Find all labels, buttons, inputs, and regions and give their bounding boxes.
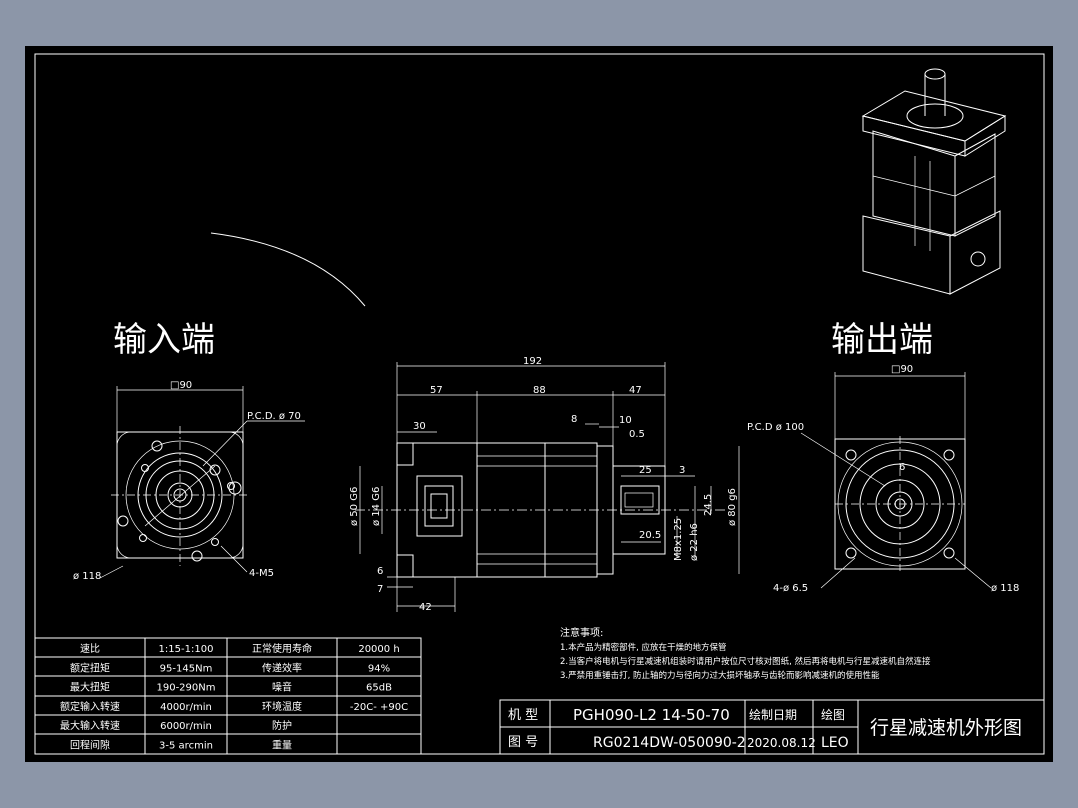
spec-cell-l1: 最大输入转速 [60, 719, 120, 732]
dim-6: 6 [377, 566, 383, 577]
dim-10: 10 [619, 415, 632, 426]
spec-cell-l1: 速比 [80, 643, 100, 655]
dim-42: 42 [419, 602, 432, 613]
drawing-title: 行星减速机外形图 [870, 717, 1022, 739]
spec-cell-l1: 额定输入转速 [60, 700, 120, 713]
drawer-label: 绘图 [821, 707, 845, 722]
isometric-view [861, 68, 1007, 295]
drawing-no-label: 图 号 [508, 735, 538, 750]
title-block: 机 型 PGH090-L2 14-50-70 图 号 RG0214DW-0500… [499, 699, 1045, 755]
dim-dia14: ø 14 G6 [371, 487, 382, 526]
spec-table-cells: 速比 1:15-1:100 正常使用寿命 20000 h 额定扭矩 95-145Nm 传递效… [60, 642, 408, 752]
side-section-view: 192 57 88 47 30 8 10 0.5 25 3 20.5 ø 50 … [349, 356, 740, 613]
dim-8: 8 [571, 414, 577, 425]
dim-7: 7 [377, 584, 383, 595]
output-square-dim: □90 [891, 364, 913, 375]
model-value: PGH090-L2 14-50-70 [573, 706, 730, 724]
dim-88: 88 [533, 385, 546, 396]
dim-245: 24.5 [703, 494, 714, 516]
notes-title: 注意事项: [560, 626, 603, 639]
dim-25: 25 [639, 465, 652, 476]
spec-cell-v1: 3-5 arcmin [159, 741, 213, 752]
input-square-dim: □90 [170, 380, 192, 391]
dim-47: 47 [629, 385, 642, 396]
spec-cell-l1: 回程间隙 [70, 739, 110, 752]
date-label: 绘制日期 [749, 707, 797, 722]
input-holes-dim: 4-M5 [249, 568, 274, 579]
output-end-label: 输出端 [831, 320, 933, 360]
output-holes-dim: 4-ø 6.5 [773, 583, 808, 594]
input-pcd-dim: P.C.D. ø 70 [247, 411, 301, 422]
spec-cell-l2: 传递效率 [262, 661, 302, 674]
input-outer-dim: ø 118 [73, 571, 101, 582]
dim-total: 192 [523, 356, 542, 367]
dim-dia22: ø 22 h6 [689, 523, 700, 561]
input-end-label: 输入端 [113, 320, 215, 360]
cad-drawing: 输入端 输出端 □90 P.C.D. ø 70 ø 118 4-M5 [34, 53, 1045, 755]
dim-205: 20.5 [639, 530, 661, 541]
spec-cell-v1: 1:15-1:100 [159, 644, 214, 655]
model-label: 机 型 [508, 708, 538, 723]
dim-3: 3 [679, 465, 685, 476]
spec-cell-v1: 6000r/min [160, 721, 212, 732]
spec-cell-v2: 65dB [366, 683, 392, 694]
spec-cell-v2: -20C- +90C [350, 702, 408, 713]
dim-dia50: ø 50 G6 [349, 487, 360, 526]
note-3: 3.严禁用重锤击打, 防止轴的力与径向力过大损坏轴承与齿轮而影响减速机的使用性能 [560, 670, 880, 681]
output-outer-dim: ø 118 [991, 583, 1019, 594]
date-value: 2020.08.12 [747, 736, 816, 750]
notes: 注意事项: 1.本产品为精密部件, 应放在干燥的地方保管 2.当客户将电机与行星… [560, 626, 931, 681]
spec-cell-v1: 4000r/min [160, 702, 212, 713]
dim-m8: M8x1.25 [673, 518, 684, 561]
note-1: 1.本产品为精密部件, 应放在干燥的地方保管 [560, 642, 727, 653]
arc-line [210, 232, 366, 307]
spec-table [34, 637, 422, 755]
drawing-sheet: 输入端 输出端 □90 P.C.D. ø 70 ø 118 4-M5 [25, 46, 1053, 762]
drawing-no-value: RG0214DW-050090-2 [593, 735, 746, 751]
spec-cell-v2: 94% [368, 663, 390, 674]
spec-cell-l2: 重量 [272, 739, 292, 752]
note-2: 2.当客户将电机与行星减速机组装时请用户按位尺寸核对图纸, 然后再将电机与行星减… [560, 656, 931, 667]
output-pcd-dim: P.C.D ø 100 [747, 422, 804, 433]
spec-cell-v1: 95-145Nm [160, 663, 213, 674]
output-flange-view: □90 P.C.D ø 100 6 4-ø 6.5 ø 118 [747, 364, 1019, 594]
spec-cell-l1: 额定扭矩 [70, 661, 110, 674]
input-flange-view: □90 P.C.D. ø 70 ø 118 4-M5 [73, 380, 305, 582]
spec-cell-l2: 环境温度 [262, 700, 302, 713]
output-key-dim: 6 [899, 462, 905, 473]
dim-57: 57 [430, 385, 443, 396]
spec-cell-v2: 20000 h [358, 644, 399, 655]
dim-30: 30 [413, 421, 426, 432]
spec-cell-l1: 最大扭矩 [70, 681, 110, 694]
dim-dia80: ø 80 g6 [727, 488, 738, 526]
dim-05: 0.5 [629, 429, 645, 440]
spec-cell-l2: 噪音 [272, 681, 292, 694]
spec-cell-v1: 190-290Nm [156, 683, 215, 694]
drawer-value: LEO [821, 735, 849, 751]
spec-cell-l2: 防护 [272, 719, 292, 732]
spec-cell-l2: 正常使用寿命 [252, 642, 312, 655]
